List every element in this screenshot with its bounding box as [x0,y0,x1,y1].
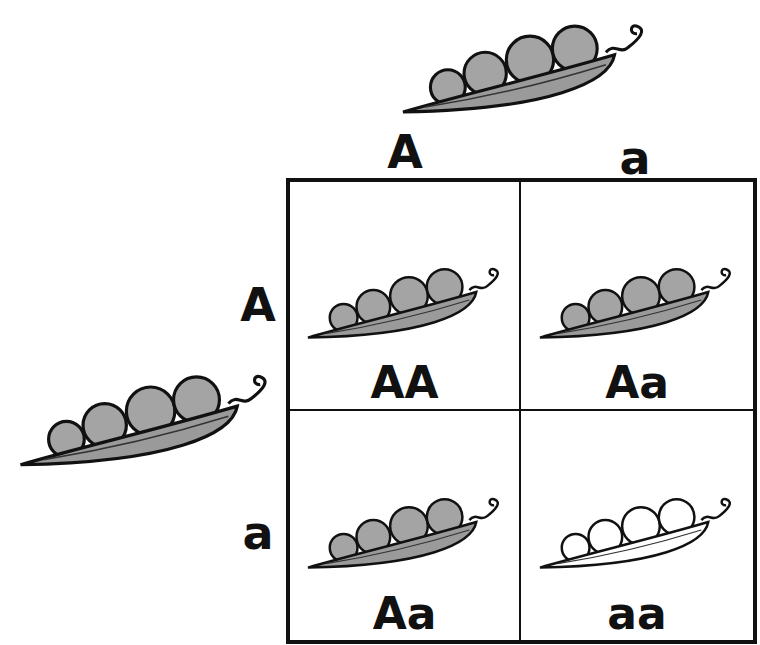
allele-label: a [619,135,650,181]
genotype-text: aa [607,590,666,640]
punnett-cell: Aa [288,409,521,642]
punnett-cell: AA [288,180,521,411]
allele-label: A [240,282,276,328]
genotype-text: Aa [373,590,437,640]
punnett-cell: aa [519,409,755,642]
genotype-text: AA [370,359,438,409]
punnett-cell: Aa [519,180,755,411]
grid-outline [288,180,755,642]
allele-label: A [387,129,423,175]
allele-label: a [242,510,273,556]
genotype-text: Aa [605,359,669,409]
